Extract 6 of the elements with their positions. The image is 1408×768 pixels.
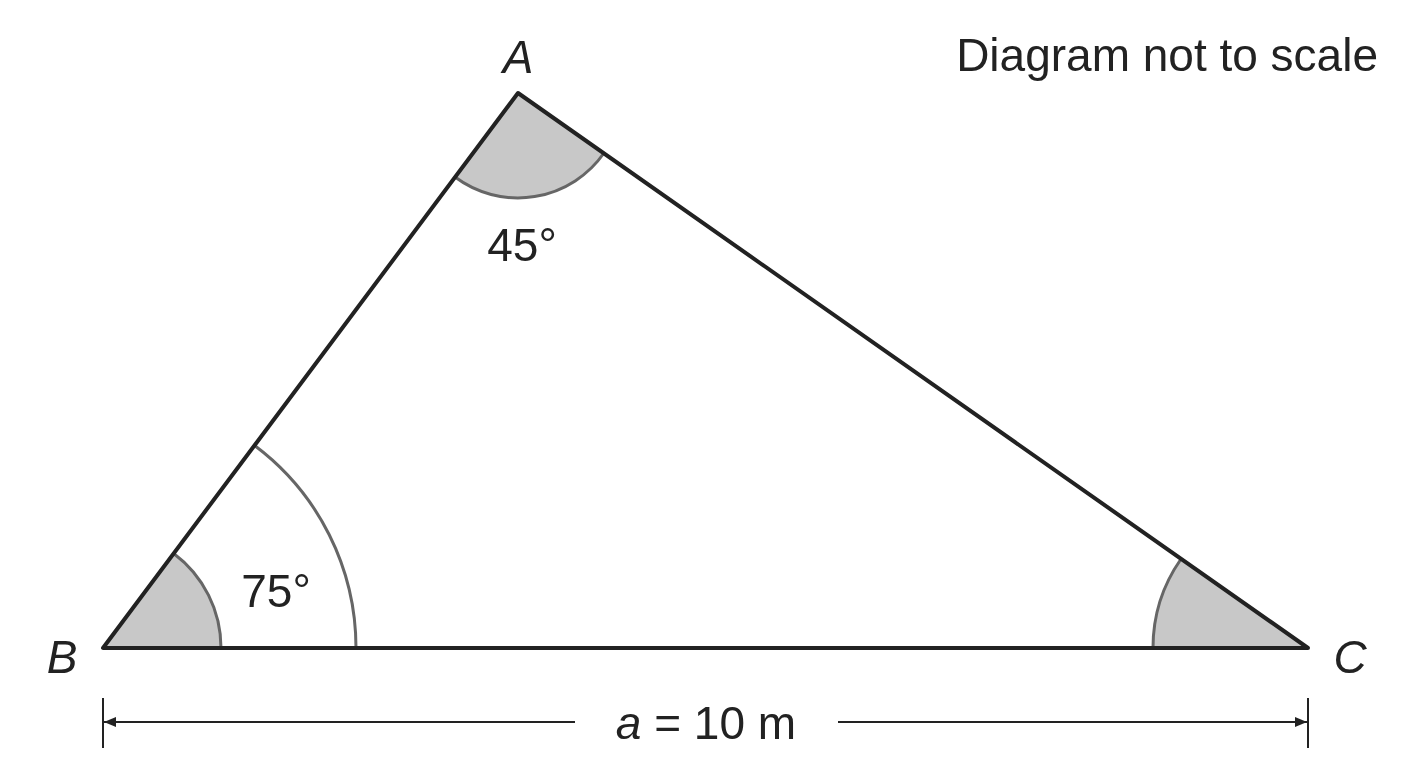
vertex-label: B <box>46 634 78 680</box>
angle-label: 45° <box>487 222 557 268</box>
vertex-label: A <box>502 34 534 80</box>
dimension-label: a = 10 m <box>615 700 797 746</box>
angle-label: 75° <box>241 568 311 614</box>
vertex-label: C <box>1333 634 1367 680</box>
